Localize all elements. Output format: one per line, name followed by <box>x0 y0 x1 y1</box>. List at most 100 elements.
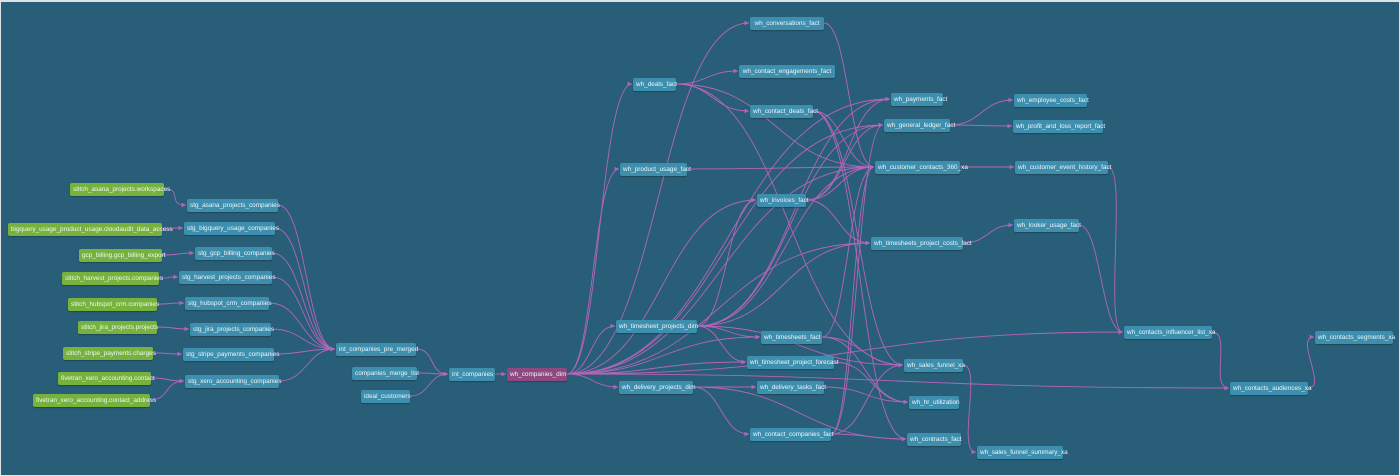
edge-contact-companies-to-gl <box>830 122 884 435</box>
model-node-event-hist[interactable]: wh_customer_event_history_fact <box>1015 160 1111 174</box>
model-node-contact-companies[interactable]: wh_contact_companies_fact <box>750 427 834 441</box>
source-node-src-stripe[interactable]: stitch_stripe_payments.charges <box>63 346 156 360</box>
model-node-int-companies[interactable]: int_companies <box>449 367 495 381</box>
model-node-invoices[interactable]: wh_invoices_fact <box>757 193 809 207</box>
edge-invoices-to-gl <box>805 122 884 201</box>
edge-audiences-to-segments <box>1307 334 1315 389</box>
source-node-src-gcp[interactable]: gcp_billing.gcp_billing_export <box>79 248 166 262</box>
model-node-sales-funnel[interactable]: wh_sales_funnel_xa <box>904 358 965 372</box>
source-node-src-hubspot[interactable]: stitch_hubspot_crm.companies <box>68 297 159 311</box>
edge-companies-dim-to-ts-costs <box>566 240 871 375</box>
model-node-ts-forecast[interactable]: wh_timesheet_project_forecast <box>747 355 838 369</box>
edge-ts-proj-dim-to-ts-costs <box>696 240 871 327</box>
source-node-src-bq[interactable]: bigquery_usage_product_usage.cloudaudit_… <box>8 222 173 236</box>
source-node-src-xero-ca[interactable]: fivetran_xero_accounting.contact_address <box>33 393 156 407</box>
model-node-contact-deals[interactable]: wh_contact_deals_fact <box>750 104 818 118</box>
edge-int-pre-to-int-companies <box>415 348 449 377</box>
edge-deliv-tasks-to-hr-util <box>823 386 909 405</box>
edge-gl-to-pnl <box>949 123 1013 129</box>
model-node-segments[interactable]: wh_contacts_segments_xa <box>1315 330 1395 344</box>
edge-invoices-to-payments <box>805 96 891 201</box>
model-node-emp-costs[interactable]: wh_employee_costs_fact <box>1014 93 1089 107</box>
edge-ts-proj-dim-to-invoices <box>696 197 757 327</box>
edge-stg-asana-to-int-pre <box>277 204 336 352</box>
model-node-int-pre[interactable]: int_companies_pre_merged <box>336 342 418 356</box>
model-node-stg-gcp[interactable]: stg_gcp_billing_companies <box>195 246 275 260</box>
model-node-engagements[interactable]: wh_contact_engagements_fact <box>739 64 835 78</box>
model-node-companies-dim[interactable]: wh_companies_dim <box>507 367 567 381</box>
edge-influencer-to-audiences <box>1211 331 1230 391</box>
model-node-hr-util[interactable]: wh_hr_utilization <box>909 395 960 409</box>
edge-contact-companies-to-contracts <box>830 433 907 442</box>
edge-stg-hubspot-to-int-pre <box>268 302 336 352</box>
edge-companies-dim-to-timesheets <box>566 334 761 375</box>
edge-conversations-to-cc360 <box>823 22 875 170</box>
model-node-pnl[interactable]: wh_profit_and_loss_report_fact <box>1013 119 1105 133</box>
model-node-stg-stripe[interactable]: stg_stripe_payments_companies <box>183 347 279 361</box>
edge-timesheets-to-cc360 <box>821 164 875 338</box>
edge-deliv-proj-dim-to-contact-companies <box>692 386 750 437</box>
edge-stg-gcp-to-int-pre <box>271 252 336 352</box>
edge-invoices-to-ts-costs <box>805 199 871 246</box>
edge-src-hubspot-to-stg-hubspot <box>156 300 185 306</box>
edge-stg-jira-to-int-pre <box>270 328 336 352</box>
model-node-contracts[interactable]: wh_contracts_fact <box>907 432 962 446</box>
model-node-audiences[interactable]: wh_contacts_audiences_xa <box>1230 381 1312 395</box>
source-node-src-xero-c[interactable]: fivetran_xero_accounting.contact <box>58 371 155 385</box>
edge-src-gcp-to-stg-gcp <box>161 250 195 256</box>
edge-companies-dim-to-product-usage <box>566 166 620 375</box>
model-node-stg-hubspot[interactable]: stg_hubspot_crm_companies <box>185 296 271 310</box>
model-node-gl[interactable]: wh_general_ledger_fact <box>884 118 955 132</box>
edge-src-xero-c-to-stg-xero <box>150 377 185 384</box>
edge-gl-to-emp-costs <box>949 97 1014 126</box>
edge-src-bq-to-stg-bq <box>161 225 184 231</box>
edge-deals-to-engagements <box>675 68 739 85</box>
source-node-src-asana[interactable]: stitch_asana_projects.workspaces <box>70 182 170 196</box>
model-node-cc360[interactable]: wh_customer_contacts_360_xa <box>875 160 968 174</box>
edge-src-jira-to-stg-jira <box>156 326 190 332</box>
model-node-sf-summary[interactable]: wh_sales_funnel_summary_xa <box>977 445 1068 459</box>
model-node-deals[interactable]: wh_deals_fact <box>633 77 677 91</box>
source-node-src-jira[interactable]: stitch_jira_projects.projects <box>78 320 158 334</box>
edge-ts-costs-to-looker <box>962 222 1014 244</box>
edge-companies-dim-to-payments <box>566 96 891 375</box>
model-node-conversations[interactable]: wh_conversations_fact <box>750 16 824 30</box>
edge-companies-dim-to-audiences <box>566 373 1230 391</box>
edge-src-xero-ca-to-stg-xero <box>149 378 185 401</box>
edge-ts-proj-dim-to-ts-forecast <box>696 325 747 365</box>
model-node-deliv-tasks[interactable]: wh_delivery_tasks_fact <box>757 380 826 394</box>
model-node-ideal[interactable]: ideal_customers <box>361 389 411 403</box>
source-node-src-harvest[interactable]: stitch_harvest_projects.companies <box>62 271 163 285</box>
model-node-stg-harvest[interactable]: stg_harvest_projects_companies <box>179 270 275 284</box>
model-node-influencer[interactable]: wh_contacts_influencer_list_xa <box>1124 325 1215 339</box>
edge-ts-proj-dim-to-gl <box>696 122 884 327</box>
model-node-stg-jira[interactable]: stg_jira_projects_companies <box>190 322 274 336</box>
model-node-merge-list[interactable]: companies_merge_list <box>352 366 419 380</box>
model-node-stg-bq[interactable]: stg_bigquery_usage_companies <box>184 221 279 235</box>
model-node-timesheets[interactable]: wh_timesheets_fact <box>761 330 822 344</box>
edge-src-stripe-to-stg-stripe <box>152 351 183 357</box>
edge-invoices-to-cc360 <box>805 164 875 201</box>
edge-product-usage-to-cc360 <box>686 164 875 170</box>
edge-contact-deals-to-cc360 <box>812 110 875 170</box>
edge-contact-deals-to-contracts <box>812 110 907 442</box>
edge-stg-stripe-to-int-pre <box>273 346 336 355</box>
model-node-stg-asana[interactable]: stg_asana_projects_companies <box>187 198 280 212</box>
model-node-ts-proj-dim[interactable]: wh_timesheet_projects_dim <box>616 319 698 333</box>
edge-companies-dim-to-deals <box>566 81 633 375</box>
model-node-payments[interactable]: wh_payments_fact <box>891 92 947 106</box>
edge-companies-dim-to-cc360 <box>566 164 875 375</box>
model-node-stg-xero[interactable]: stg_xero_accounting_companies <box>185 374 281 388</box>
model-node-looker[interactable]: wh_looker_usage_fact <box>1014 218 1081 232</box>
edge-looker-to-influencer <box>1078 224 1124 335</box>
edge-timesheets-to-sales-funnel <box>821 336 904 368</box>
model-node-ts-costs[interactable]: wh_timesheets_project_costs_fact <box>871 236 972 250</box>
edge-ideal-to-int-companies <box>409 371 449 397</box>
edge-deals-to-cc360 <box>675 83 875 170</box>
model-node-deliv-proj-dim[interactable]: wh_delivery_projects_dim <box>619 380 696 394</box>
edge-src-asana-to-stg-asana <box>163 188 187 208</box>
model-node-product-usage[interactable]: wh_product_usage_fact <box>620 162 691 176</box>
edge-src-harvest-to-stg-harvest <box>158 274 179 280</box>
